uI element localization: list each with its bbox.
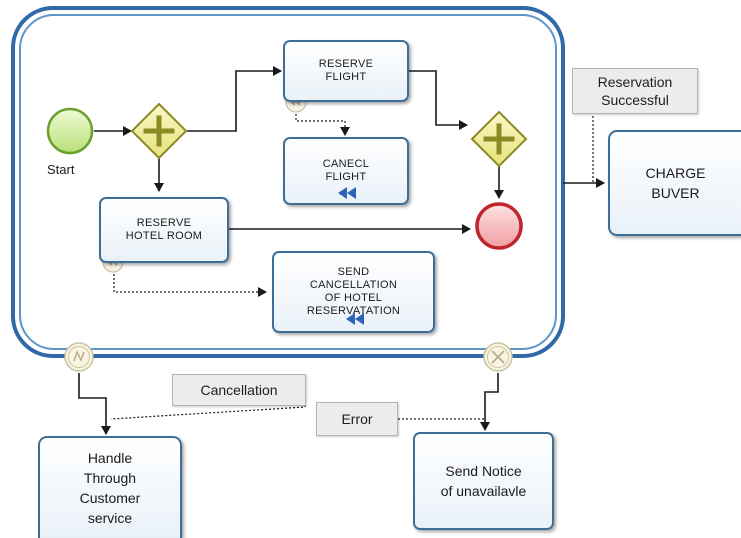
send-notice-label: Send Notice of unavailavle [440, 463, 527, 499]
parallel-split-gateway [130, 102, 188, 160]
cancel-event-icon [64, 342, 94, 372]
reserve-flight-task[interactable]: RESERVE FLIGHT [283, 40, 409, 102]
flow-gateway-to-reserve-flight [183, 66, 282, 132]
reserve-hotel-label: RESERVE HOTEL ROOM [125, 217, 203, 242]
error-event-icon [483, 342, 513, 372]
reservation-successful-label: Reservation Successful [597, 74, 673, 108]
association-reservation-successful [592, 112, 598, 183]
cancel-flight-label: CANECL FLIGHT [322, 158, 370, 183]
error-annotation: Error [316, 402, 398, 436]
charge-buyer-label: CHARGE BUVER [645, 165, 706, 201]
subprocess-inner-border [19, 14, 557, 350]
error-label: Error [341, 411, 373, 427]
handle-customer-service-task[interactable]: Handle Through Customer service [38, 436, 182, 538]
compensation-association-hotel [113, 270, 267, 297]
send-cancellation-task[interactable]: SEND CANCELLATION OF HOTEL RESERVATATION [272, 251, 435, 333]
subprocess-outer-border [11, 6, 565, 358]
flow-cancel-to-handle [78, 373, 111, 435]
flow-flight-to-join-gateway [409, 70, 468, 130]
start-event-label: Start [47, 162, 75, 177]
cancellation-label: Cancellation [200, 382, 278, 398]
flow-error-to-send-notice [480, 373, 499, 431]
charge-buyer-task[interactable]: CHARGE BUVER [608, 130, 741, 236]
compensation-marker-icon [346, 313, 364, 325]
handle-customer-service-label: Handle Through Customer service [79, 450, 141, 526]
reserve-hotel-task[interactable]: RESERVE HOTEL ROOM [99, 197, 229, 263]
compensation-marker-icon [338, 187, 356, 199]
end-event [475, 202, 523, 250]
cancellation-annotation: Cancellation [172, 374, 306, 406]
cancel-flight-task[interactable]: CANECL FLIGHT [283, 137, 409, 205]
send-cancellation-label: SEND CANCELLATION OF HOTEL RESERVATATION [306, 266, 401, 317]
compensation-association-flight [295, 110, 350, 136]
start-event [46, 107, 94, 155]
reserve-flight-label: RESERVE FLIGHT [318, 58, 374, 83]
reservation-successful-annotation: Reservation Successful [572, 68, 698, 114]
send-notice-task[interactable]: Send Notice of unavailavle [413, 432, 554, 530]
parallel-join-gateway [470, 110, 528, 168]
